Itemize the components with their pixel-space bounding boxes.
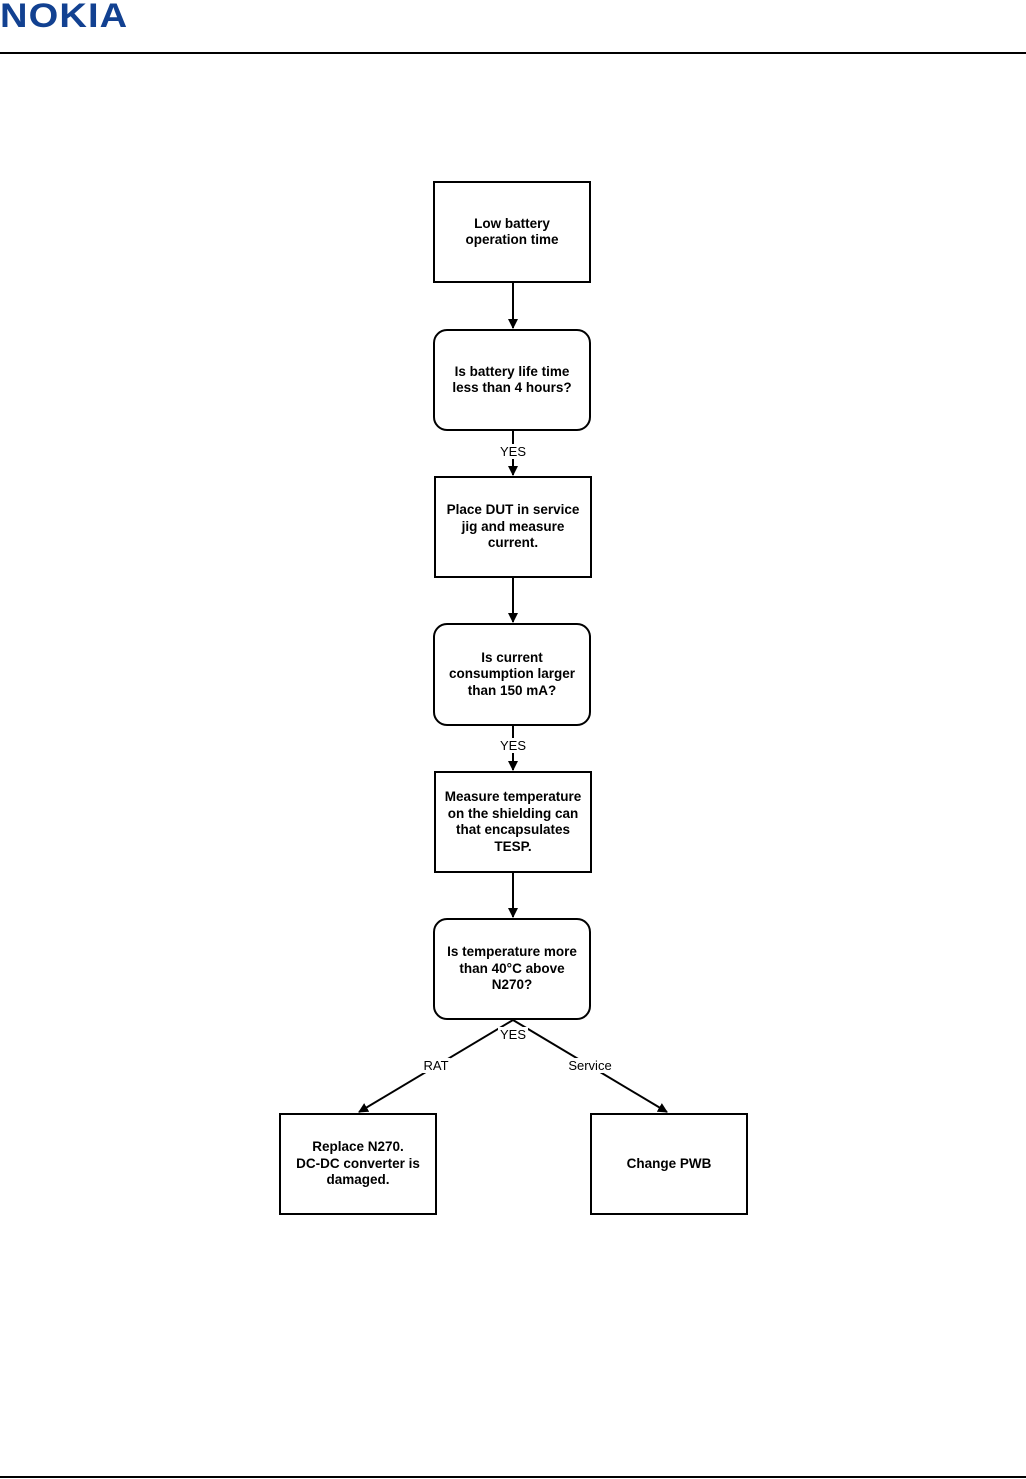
node-replace-n270: Replace N270. DC-DC converter is damaged… [279, 1113, 437, 1215]
edge-label-rat: RAT [421, 1058, 451, 1073]
node-low-battery: Low battery operation time [433, 181, 591, 283]
edge-label-service: Service [566, 1058, 614, 1073]
nokia-logo: NOKIA [0, 0, 129, 35]
node-measure-temperature: Measure temperature on the shielding can… [434, 771, 592, 873]
decision-temperature: Is temperature more than 40°C above N270… [433, 918, 591, 1020]
node-change-pwb: Change PWB [590, 1113, 748, 1215]
decision-current-consumption: Is current consumption larger than 150 m… [433, 623, 591, 726]
footer-divider [0, 1476, 1026, 1478]
decision-battery-life: Is battery life time less than 4 hours? [433, 329, 591, 431]
edge-label-yes-2: YES [497, 738, 529, 753]
edge-label-yes-3: YES [497, 1027, 529, 1042]
header-divider [0, 52, 1026, 54]
node-measure-current: Place DUT in service jig and measure cur… [434, 476, 592, 578]
edge-label-yes-1: YES [497, 444, 529, 459]
